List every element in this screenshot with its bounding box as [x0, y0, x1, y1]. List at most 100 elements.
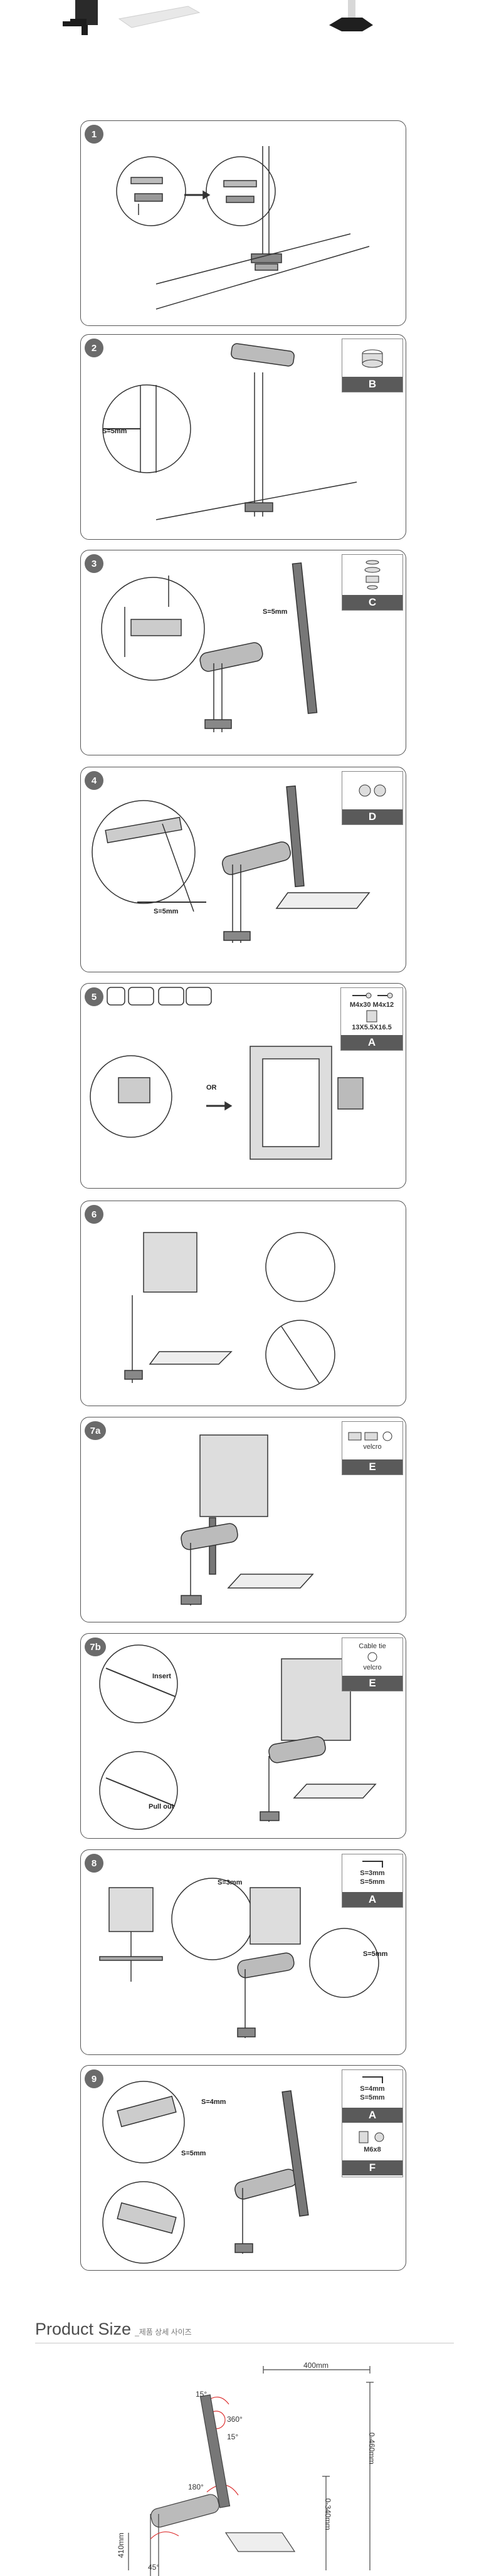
dim-base: 410mm: [117, 2532, 125, 2558]
parts-letter: A: [342, 1892, 402, 1907]
parts-illustration: [342, 339, 402, 377]
screw-cap-icon: [359, 784, 386, 797]
parts-box: M4x30 M4x12 13X5.5X16.5 A: [340, 987, 403, 1051]
parts-illustration: M6x8: [342, 2123, 402, 2160]
ring-part-icon: [362, 349, 383, 368]
step-badge: 7b: [85, 1638, 106, 1656]
parts-spec: 13X5.5X16.5: [352, 1024, 392, 1032]
step-badge: 7a: [85, 1421, 106, 1440]
screw-size-callout: S=5mm: [181, 2150, 206, 2157]
screw-size-callout: S=3mm: [218, 1879, 243, 1886]
hex-key-icon: [362, 1860, 383, 1868]
parts-spec: Cable tie: [359, 1642, 386, 1650]
parts-box: B: [342, 339, 403, 392]
parts-letter: E: [342, 1459, 402, 1475]
step-1-illustration: [116, 146, 370, 310]
parts-box: S=3mm S=5mm A: [342, 1854, 403, 1908]
step-8-illustration: [99, 1878, 379, 2038]
step-card-7b: 7b Insert Pull out Cable tie velcro E: [80, 1633, 406, 1839]
parts-box: C: [342, 554, 403, 611]
parts-box: velcro E: [342, 1421, 403, 1475]
product-size-subtitle: _제품 상세 사이즈: [135, 2328, 192, 2337]
step-badge: 3: [85, 554, 103, 573]
step-badge: 4: [85, 771, 103, 790]
parts-letter: A: [341, 1034, 402, 1050]
parts-spec: velcro: [363, 1443, 382, 1451]
dim-rotation: 45°: [148, 2563, 160, 2572]
parts-letter: E: [342, 1676, 402, 1691]
washer-set-icon: [364, 560, 381, 590]
step-badge: 1: [85, 125, 103, 144]
step-9-illustration: [102, 2081, 309, 2264]
product-size-diagram: [128, 2366, 374, 2576]
dim-rotation: 180°: [188, 2483, 204, 2491]
bolt-icon: [359, 2131, 384, 2143]
step-card-2: 2 S=5mm B: [80, 334, 406, 540]
step-card-6: 6: [80, 1201, 406, 1406]
step-7b-illustration: [99, 1644, 377, 1830]
parts-letter: C: [342, 595, 402, 610]
cable-tie-icon: [367, 1652, 377, 1662]
pull-out-label: Pull out: [149, 1803, 174, 1811]
parts-box: Cable tie velcro E: [342, 1638, 403, 1691]
step-4-illustration: [92, 785, 371, 943]
screw-pair-icon: [352, 992, 393, 999]
screw-size-callout: S=5mm: [102, 428, 127, 435]
parts-illustration: M4x30 M4x12 13X5.5X16.5: [341, 988, 402, 1035]
product-size-section: Product Size _제품 상세 사이즈: [35, 2320, 454, 2343]
step-6-illustration: [124, 1232, 335, 1390]
parts-illustration: [342, 772, 402, 809]
parts-illustration: velcro: [342, 1422, 402, 1459]
step-card-8: 8 S=3mm S=5mm S=3mm S=5mm A: [80, 1849, 406, 2055]
step-card-5: 5 OR M4x30 M4x12 13X5.5X16.5 A: [80, 983, 406, 1189]
parts-spec: S=3mm: [360, 1869, 385, 1877]
product-photo-strip-art: [63, 0, 373, 35]
parts-spec: S=5mm: [360, 1878, 385, 1886]
parts-illustration: Cable tie velcro: [342, 1638, 402, 1676]
hex-key-icon: [362, 2076, 383, 2083]
parts-letter: B: [342, 377, 402, 392]
screw-size-callout: S=5mm: [154, 908, 179, 915]
step-badge: 2: [85, 339, 103, 357]
or-label: OR: [206, 1084, 217, 1091]
parts-box: D: [342, 771, 403, 825]
dim-height-main: 0-460mm: [367, 2432, 376, 2464]
step-7a-illustration: [181, 1434, 314, 1606]
parts-illustration: S=3mm S=5mm: [342, 1854, 402, 1892]
step-card-4: 4 S=5mm D: [80, 767, 406, 972]
parts-spec: M4x30 M4x12: [349, 1001, 394, 1009]
parts-letter: A: [342, 2108, 402, 2123]
dim-rotation: 15°: [196, 2390, 208, 2399]
parts-box: S=4mm S=5mm A M6x8 F: [342, 2069, 403, 2177]
step-5-illustration: [90, 987, 364, 1160]
screw-size-callout: S=4mm: [201, 2098, 226, 2106]
step-badge: 6: [85, 1205, 103, 1224]
dim-rotation: 360°: [227, 2415, 243, 2424]
parts-spec: S=4mm: [360, 2084, 385, 2093]
dim-height-sub: 0-340mm: [323, 2498, 332, 2530]
parts-letter: F: [342, 2160, 402, 2175]
parts-spec: S=5mm: [360, 2094, 385, 2101]
step-badge: 9: [85, 2069, 103, 2088]
step-card-1: 1: [80, 120, 406, 326]
step-card-9: 9 S=4mm S=5mm S=4mm S=5mm A M6x8 F: [80, 2065, 406, 2271]
velcro-icon: [348, 1431, 392, 1441]
parts-illustration: S=4mm S=5mm: [342, 2070, 402, 2108]
parts-spec: M6x8: [364, 2145, 381, 2153]
insert-label: Insert: [152, 1673, 171, 1680]
screw-size-callout: S=5mm: [263, 608, 288, 616]
product-size-title: Product Size: [35, 2320, 132, 2338]
dim-rotation: 15°: [227, 2432, 239, 2441]
step-badge: 5: [85, 987, 103, 1006]
parts-spec: velcro: [363, 1664, 382, 1671]
step-card-3: 3 S=5mm C: [80, 550, 406, 755]
screw-size-callout: S=5mm: [363, 1950, 388, 1958]
parts-letter: D: [342, 809, 402, 824]
product-photo-strip: [0, 0, 489, 94]
step-3-illustration: [101, 562, 318, 732]
product-size-heading: Product Size _제품 상세 사이즈: [35, 2320, 454, 2339]
step-2-illustration: [102, 343, 357, 520]
parts-illustration: [342, 555, 402, 595]
spacer-icon: [366, 1010, 377, 1023]
step-badge: 8: [85, 1854, 103, 1873]
